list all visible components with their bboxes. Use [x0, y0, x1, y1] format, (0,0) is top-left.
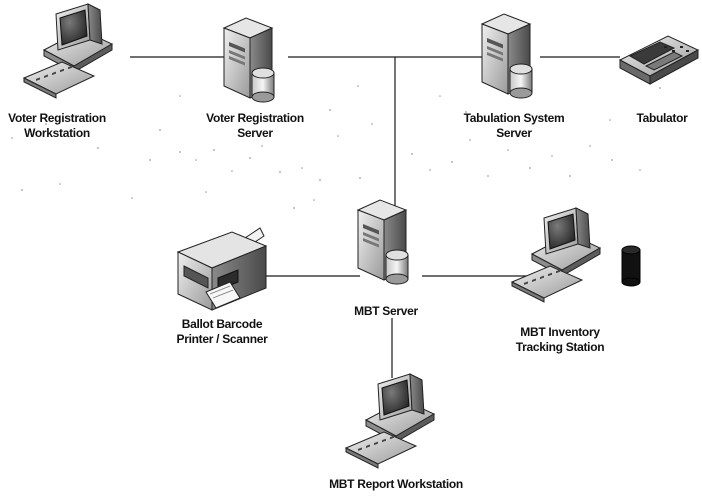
- voter-registration-server-icon: [223, 17, 275, 103]
- label-line: Server: [496, 126, 532, 140]
- tabulation-system-server-icon: [481, 13, 533, 99]
- label-line: Tabulation System: [463, 111, 565, 125]
- label-line: Tracking Station: [515, 340, 605, 354]
- mbt-inventory-tracking-station-icon: [511, 207, 601, 303]
- label-mbt-report-workstation: MBT Report Workstation: [316, 477, 476, 492]
- label-voter-registration-workstation: Voter Registration Workstation: [2, 111, 112, 141]
- mbt-server-icon: [357, 199, 409, 285]
- label-line: Printer / Scanner: [176, 332, 268, 346]
- label-line: Ballot Barcode: [181, 317, 263, 331]
- label-line: MBT Server: [354, 304, 418, 318]
- label-voter-registration-server: Voter Registration Server: [196, 111, 314, 141]
- tabulator-device-icon: [618, 35, 700, 85]
- label-mbt-inventory-tracking-station: MBT Inventory Tracking Station: [498, 325, 622, 355]
- voter-registration-workstation-icon: [23, 3, 113, 99]
- label-tabulator: Tabulator: [624, 111, 700, 126]
- scan-noise: [11, 85, 661, 209]
- printer-scanner-icon: [176, 227, 268, 311]
- label-line: Voter Registration: [206, 111, 304, 125]
- label-ballot-barcode-printer-scanner: Ballot Barcode Printer / Scanner: [160, 317, 284, 347]
- label-mbt-server: MBT Server: [336, 304, 436, 319]
- black-cylinder-icon: [621, 245, 641, 287]
- connection-lines: [130, 56, 620, 378]
- label-line: Workstation: [24, 126, 90, 140]
- label-line: Voter Registration: [8, 111, 106, 125]
- label-line: MBT Report Workstation: [329, 477, 463, 491]
- label-line: Tabulator: [636, 111, 688, 125]
- label-tabulation-system-server: Tabulation System Server: [450, 111, 578, 141]
- mbt-report-workstation-icon: [345, 373, 435, 469]
- label-line: MBT Inventory: [520, 325, 600, 339]
- label-line: Server: [237, 126, 273, 140]
